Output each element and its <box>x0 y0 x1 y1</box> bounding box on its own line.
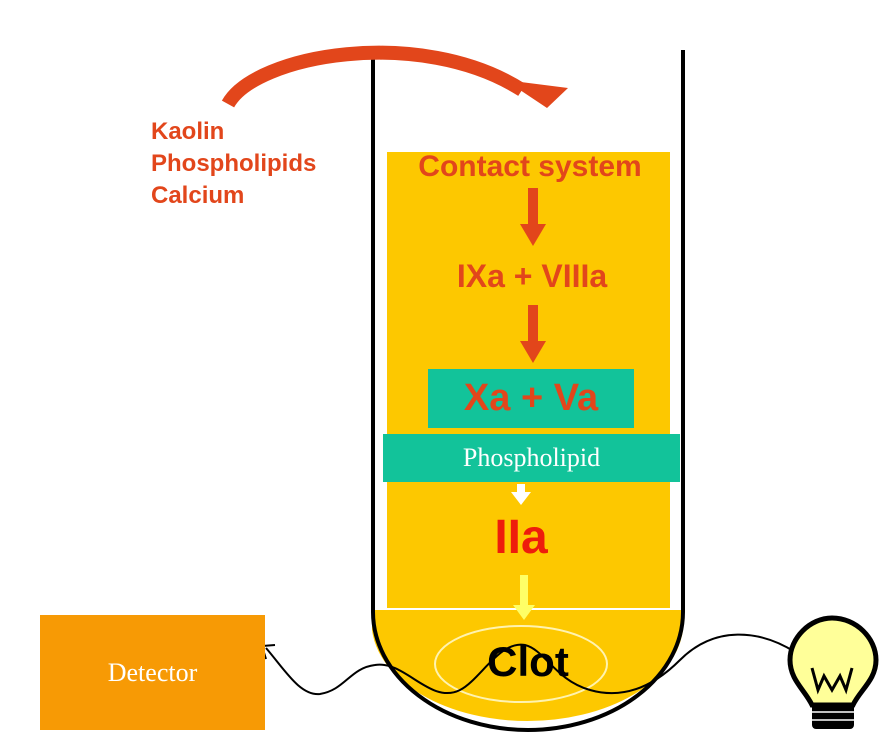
ixa-viiia-label: IXa + VIIIa <box>456 258 608 294</box>
down-arrow-icon <box>511 484 531 505</box>
phospholipid-label: Phospholipid <box>462 443 601 472</box>
reagent-list: Kaolin Phospholipids Calcium <box>151 116 316 212</box>
clot-highlight <box>434 625 608 703</box>
reagent-phospholipids: Phospholipids <box>151 150 317 177</box>
down-arrow-icon <box>513 575 535 620</box>
reagent-kaolin: Kaolin <box>151 118 225 145</box>
phospholipid-surface: Phospholipid <box>383 434 680 482</box>
down-arrow-icon <box>520 188 546 246</box>
xa-va-complex: Xa + Va <box>428 369 634 428</box>
light-beam <box>265 633 796 696</box>
curved-arrow-icon <box>221 45 568 108</box>
detector-box: Detector <box>40 615 265 730</box>
reagent-calcium: Calcium <box>151 182 245 209</box>
clot-label: Clot <box>487 638 569 685</box>
xa-va-label: Xa + Va <box>463 377 599 419</box>
contact-system-label: Contact system <box>418 150 642 183</box>
light-bulb-icon <box>787 615 879 729</box>
down-arrow-icon <box>520 305 546 363</box>
thrombin-label: IIa <box>494 511 548 564</box>
detector-label: Detector <box>107 657 198 687</box>
test-tube-outline <box>371 50 685 732</box>
